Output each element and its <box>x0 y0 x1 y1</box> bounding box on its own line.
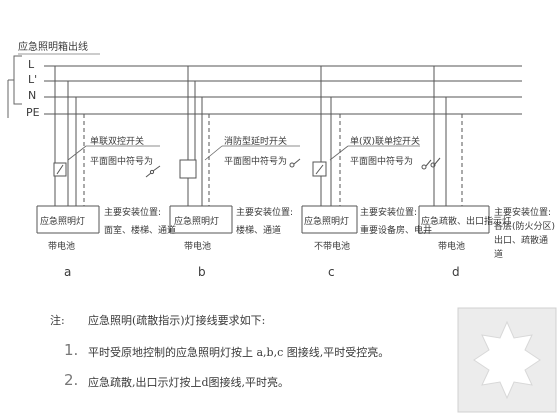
battery-label-a: 带电池 <box>48 242 76 252</box>
switch-label-b: 消防型延时开关 <box>224 137 288 147</box>
leader-lines <box>67 145 420 161</box>
circuit-a-wiring <box>36 66 100 234</box>
emblem-star-icon <box>473 320 541 400</box>
install-text-c: 重要设备房、电井 <box>360 226 433 236</box>
switch-label-a: 单联双控开关 <box>90 137 145 147</box>
note-1-text: 平时受原地控制的应急照明灯按上 a,b,c 图接线,平时受控亮。 <box>88 346 390 359</box>
circuit-letter-d: d <box>452 265 460 279</box>
symbol-label-b: 平面图中符号为 <box>224 157 288 167</box>
bus-label-l-prime: L' <box>28 73 38 86</box>
bus-label-l: L <box>28 58 35 71</box>
circuit-b-wiring <box>169 66 233 234</box>
bus-label-n: N <box>28 89 37 102</box>
circuit-letter-c: c <box>328 265 335 279</box>
install-title-a: 主要安装位置: <box>104 208 162 218</box>
circuit-d-wiring <box>418 66 490 234</box>
feeder-bracket <box>8 55 22 105</box>
page-title: 应急照明箱出线 <box>18 42 88 53</box>
install-title-c: 主要安装位置: <box>360 208 418 218</box>
symbol-label-c: 平面图中符号为 <box>350 157 414 167</box>
battery-label-d: 带电池 <box>438 242 466 252</box>
install-title-d: 主要安装位置: <box>494 208 552 218</box>
install-text-d: 各层(防火分区)出口、疏散通道 <box>494 222 556 260</box>
notes-label: 注: <box>50 314 65 327</box>
single-pole-switch-symbol-icon <box>421 157 441 170</box>
delay-switch-symbol-icon <box>289 158 301 168</box>
battery-label-b: 带电池 <box>184 242 212 252</box>
symbol-label-a: 平面图中符号为 <box>90 157 154 167</box>
note-2-number: 2. <box>64 371 79 389</box>
bus-label-pe: PE <box>26 106 40 119</box>
note-2-text: 应急疏散,出口示灯按上d图接线,平时亮。 <box>88 376 290 389</box>
two-way-switch-symbol-icon <box>145 165 161 178</box>
note-1-number: 1. <box>64 341 79 359</box>
circuit-letter-a: a <box>64 265 72 279</box>
lamp-label-a: 应急照明灯 <box>40 217 86 227</box>
install-title-b: 主要安装位置: <box>236 208 294 218</box>
notes-intro: 应急照明(疏散指示)灯接线要求如下: <box>88 314 266 327</box>
plan-symbols <box>145 157 441 178</box>
switch-label-c: 单(双)联单控开关 <box>350 137 421 147</box>
bus-lines <box>44 65 522 115</box>
battery-label-c: 不带电池 <box>314 242 351 252</box>
install-text-b: 楼梯、通道 <box>236 226 282 236</box>
lamp-label-d: 应急疏散、出口指示灯 <box>421 217 512 227</box>
install-text-a: 面室、楼梯、通道 <box>104 226 177 236</box>
circuit-letter-b: b <box>198 265 206 279</box>
lamp-label-b: 应急照明灯 <box>174 217 220 227</box>
lamp-label-c: 应急照明灯 <box>304 217 350 227</box>
circuit-c-wiring <box>301 66 358 234</box>
